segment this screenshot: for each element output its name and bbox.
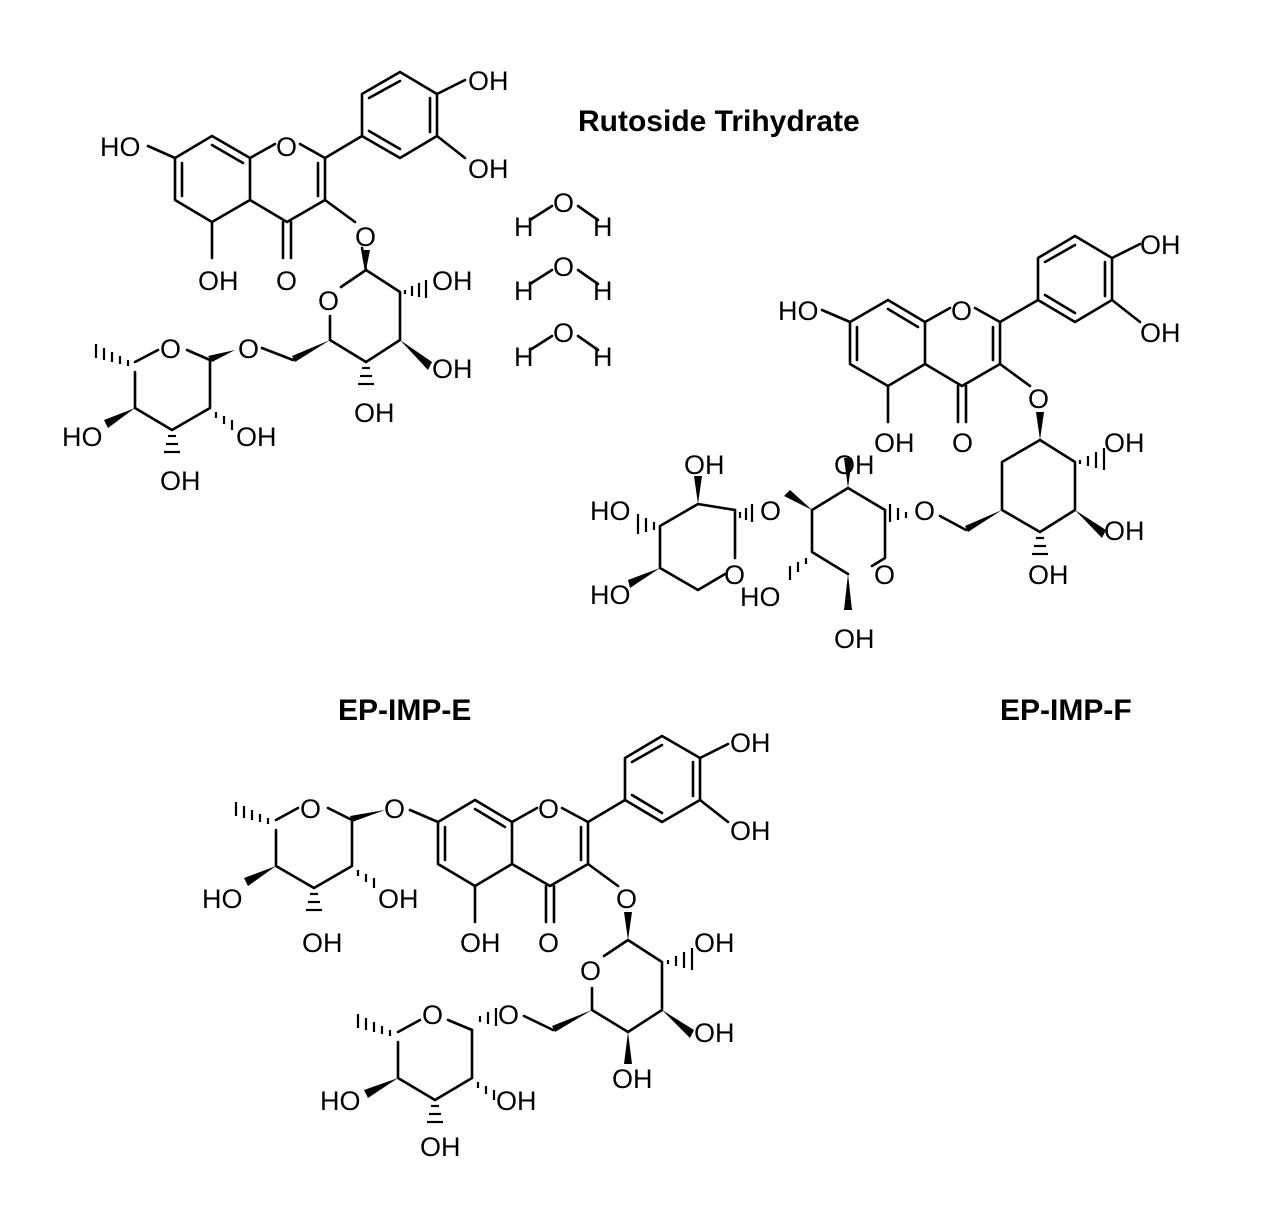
label-oh: OH bbox=[612, 1064, 653, 1094]
label-oh: OH bbox=[468, 66, 509, 96]
label-o: O bbox=[318, 286, 339, 316]
label-ho: HO bbox=[100, 132, 141, 162]
label-o: O bbox=[538, 928, 559, 958]
label-h: H bbox=[593, 276, 613, 306]
label-oh: OH bbox=[1140, 318, 1181, 348]
label-o: O bbox=[553, 318, 574, 348]
label-oh: OH bbox=[1028, 560, 1069, 590]
label-oh: OH bbox=[834, 624, 875, 654]
label-o: O bbox=[616, 884, 637, 914]
water-1: H O H bbox=[514, 188, 613, 242]
label-o: O bbox=[355, 222, 376, 252]
label-o: O bbox=[724, 560, 745, 590]
structure-ep-imp-f: OH OH HO O O OH O OH OH OH O OH O HO OH … bbox=[590, 230, 1181, 654]
label-oh: OH bbox=[694, 1018, 735, 1048]
label-o: O bbox=[553, 188, 574, 218]
water-molecules: H O H H O H H O H bbox=[514, 188, 613, 372]
structure-rutoside: OH OH HO O OH O O O OH OH OH O O HO OH O… bbox=[62, 66, 509, 496]
label-o: O bbox=[384, 794, 405, 824]
label-oh: OH bbox=[730, 728, 771, 758]
label-o: O bbox=[914, 496, 935, 526]
label-oh: OH bbox=[236, 422, 277, 452]
label-o: O bbox=[874, 560, 895, 590]
structure-ep-imp-e: OH OH O O O HO OH OH OH O O O OH OH OH O… bbox=[202, 728, 771, 1162]
label-oh: OH bbox=[694, 928, 735, 958]
label-h: H bbox=[514, 276, 534, 306]
label-h: H bbox=[593, 212, 613, 242]
label-oh: OH bbox=[302, 928, 343, 958]
caption-rutoside-trihydrate: Rutoside Trihydrate bbox=[578, 105, 860, 138]
label-oh: OH bbox=[432, 354, 473, 384]
label-o: O bbox=[538, 794, 559, 824]
caption-ep-imp-f: EP-IMP-F bbox=[1000, 694, 1132, 727]
label-ho: HO bbox=[202, 884, 243, 914]
label-oh: OH bbox=[1104, 428, 1145, 458]
label-o: O bbox=[300, 794, 321, 824]
label-h: H bbox=[514, 342, 534, 372]
label-o: O bbox=[580, 956, 601, 986]
caption-ep-imp-e: EP-IMP-E bbox=[338, 694, 471, 727]
label-o: O bbox=[498, 1000, 519, 1030]
label-oh: OH bbox=[1104, 516, 1145, 546]
label-ho: HO bbox=[740, 582, 781, 612]
label-o: O bbox=[422, 1000, 443, 1030]
label-ho: HO bbox=[320, 1086, 361, 1116]
label-oh: OH bbox=[460, 928, 501, 958]
label-oh: OH bbox=[378, 884, 419, 914]
label-o: O bbox=[760, 496, 781, 526]
label-oh: OH bbox=[420, 1132, 461, 1162]
label-oh: OH bbox=[1140, 230, 1181, 260]
label-o: O bbox=[276, 266, 297, 296]
label-oh: OH bbox=[496, 1086, 537, 1116]
label-ho: HO bbox=[590, 580, 631, 610]
label-o: O bbox=[553, 252, 574, 282]
label-oh: OH bbox=[432, 266, 473, 296]
label-ho: HO bbox=[590, 496, 631, 526]
label-oh: OH bbox=[354, 398, 395, 428]
label-oh: OH bbox=[874, 428, 915, 458]
label-o: O bbox=[276, 132, 297, 162]
label-h: H bbox=[593, 342, 613, 372]
label-oh: OH bbox=[160, 466, 201, 496]
label-o: O bbox=[1028, 384, 1049, 414]
water-3: H O H bbox=[514, 318, 613, 372]
label-o: O bbox=[951, 296, 972, 326]
label-oh: OH bbox=[730, 816, 771, 846]
label-o: O bbox=[952, 428, 973, 458]
water-2: H O H bbox=[514, 252, 613, 306]
label-oh: OH bbox=[834, 450, 875, 480]
label-o: O bbox=[238, 334, 259, 364]
label-ho: HO bbox=[62, 422, 103, 452]
label-oh: OH bbox=[198, 266, 239, 296]
label-o: O bbox=[160, 334, 181, 364]
label-h: H bbox=[514, 212, 534, 242]
label-oh: OH bbox=[684, 450, 725, 480]
label-ho: HO bbox=[778, 296, 819, 326]
label-oh: OH bbox=[468, 154, 509, 184]
